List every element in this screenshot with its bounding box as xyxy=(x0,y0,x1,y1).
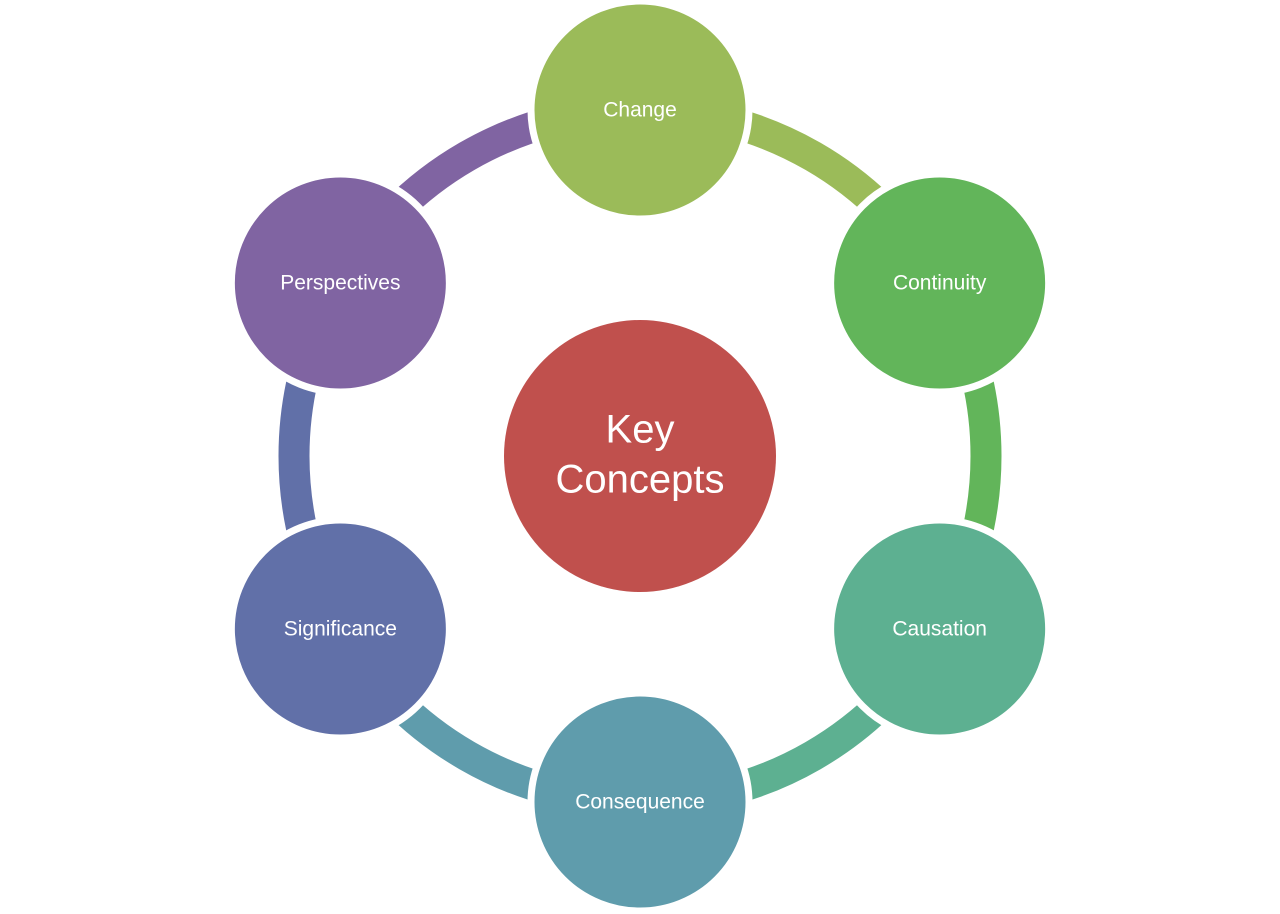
concept-circle xyxy=(227,170,453,396)
concept-node: Consequence xyxy=(527,689,753,914)
concept-label: Consequence xyxy=(575,791,705,814)
concept-circle xyxy=(827,170,1053,396)
concept-label: Change xyxy=(603,99,677,122)
concept-node: Significance xyxy=(227,516,453,742)
concept-circle xyxy=(227,516,453,742)
concept-node: Causation xyxy=(827,516,1053,742)
concept-circle xyxy=(527,0,753,223)
concept-circle xyxy=(827,516,1053,742)
concept-circle xyxy=(527,689,753,914)
concept-label: Significance xyxy=(284,618,397,641)
concept-label: Causation xyxy=(892,618,987,641)
concept-label: Perspectives xyxy=(280,272,400,295)
center-label-line-1: Key xyxy=(606,408,675,452)
center-label-line-2: Concepts xyxy=(556,458,725,502)
concept-node: Change xyxy=(527,0,753,223)
concept-node: Continuity xyxy=(827,170,1053,396)
center-node: Key Concepts xyxy=(504,320,776,592)
concept-label: Continuity xyxy=(893,272,987,295)
concept-node: Perspectives xyxy=(227,170,453,396)
center-circle xyxy=(504,320,776,592)
